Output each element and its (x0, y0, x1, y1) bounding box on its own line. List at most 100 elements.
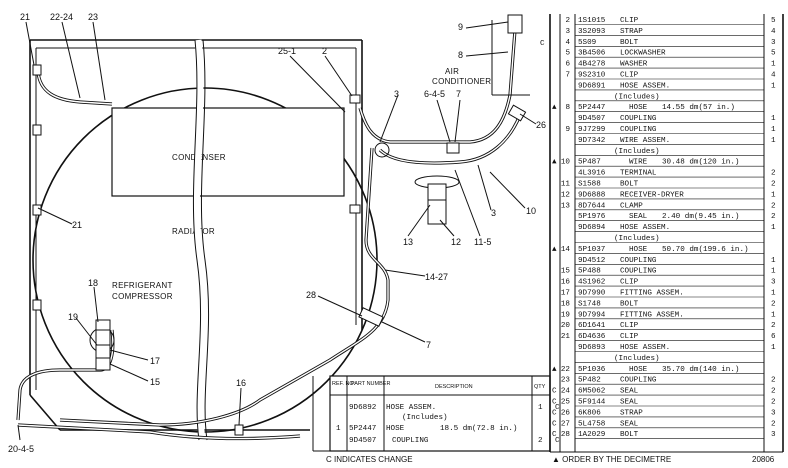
part-number: 9S2310 (578, 72, 606, 80)
inset-qty: 2 (538, 437, 543, 445)
part-description: (Includes) (614, 93, 660, 101)
part-quantity: 2 (771, 388, 776, 396)
part-ref-number: 28 (561, 431, 571, 439)
radiator-label: RADIATOR (172, 227, 215, 236)
inset-part: 9D6892 (349, 404, 377, 412)
part-description: BOLT (620, 300, 639, 308)
part-number: 5P1037 (578, 246, 605, 254)
part-ref-number: 17 (561, 290, 570, 298)
part-flag: C (552, 431, 557, 439)
part-quantity: 2 (771, 300, 776, 308)
part-number: 9D7990 (578, 290, 606, 298)
part-ref-number: 12 (561, 191, 571, 199)
part-ref-number: 9 (565, 126, 570, 134)
part-description: COUPLING (620, 115, 657, 123)
clips (32, 64, 527, 436)
compressor-label-1: REFRIGERANT (112, 281, 173, 290)
part-quantity: 5 (771, 50, 776, 58)
part-flag: C (552, 388, 557, 396)
part-description: RECEIVER-DRYER (620, 191, 684, 199)
part-ref-number: 13 (561, 202, 571, 210)
callout-2: 2 (322, 46, 327, 56)
part-description: CLAMP (620, 202, 643, 210)
part-description: HOSE ASSEM. (620, 344, 670, 352)
part-description: WIRE ASSEM. (620, 137, 670, 145)
part-number: 5P487 (578, 159, 601, 167)
part-description: WASHER (620, 61, 648, 69)
part-flag: C (552, 420, 557, 428)
callout-3-top: 3 (394, 89, 399, 99)
part-number: S1748 (578, 300, 601, 308)
part-ref-number: 26 (561, 409, 571, 417)
part-description: CLIP (620, 322, 639, 330)
part-description: SEAL (620, 420, 639, 428)
radiator-frame (29, 39, 363, 431)
inset-part: 9D4507 (349, 437, 376, 445)
part-quantity: 2 (771, 202, 776, 210)
part-description: HOSE (629, 104, 648, 112)
part-quantity: 1 (771, 224, 776, 232)
part-ref-number: 19 (561, 311, 571, 319)
order-by-decimetre: ▲ ORDER BY THE DECIMETRE (552, 455, 671, 464)
part-number: 5P1036 (578, 366, 606, 374)
callout-16: 16 (236, 378, 246, 388)
part-quantity: 6 (771, 333, 776, 341)
part-quantity: 1 (771, 61, 776, 69)
part-description: (Includes) (614, 235, 660, 243)
c-indicates-change: C INDICATES CHANGE (326, 455, 413, 464)
part-flag: C (552, 409, 557, 417)
part-number: 5L4758 (578, 420, 606, 428)
part-description: COUPLING (620, 257, 657, 265)
inset-header-part: PART NUMBER (351, 381, 390, 387)
callout-9: 9 (458, 22, 463, 32)
callout-21-top: 21 (20, 12, 30, 22)
part-quantity: 1 (771, 82, 776, 90)
part-flag: ▲ (552, 104, 557, 112)
part-description: BOLT (620, 431, 639, 439)
part-dimension: 2.40 dm(9.45 in.) (662, 213, 739, 221)
part-number: 3S2093 (578, 28, 606, 36)
break-lines (192, 39, 210, 441)
part-quantity: 2 (771, 170, 776, 178)
part-dimension: 50.70 dm(199.6 in.) (662, 246, 749, 254)
inset-header-qty: QTY (534, 384, 546, 390)
part-description: WIRE (629, 159, 648, 167)
part-description: HOSE ASSEM. (620, 224, 670, 232)
part-description: LOCKWASHER (620, 50, 666, 58)
callout-3-bottom: 3 (491, 208, 496, 218)
part-quantity: 2 (771, 213, 776, 221)
callout-26: 26 (536, 120, 546, 130)
part-ref-number: 20 (561, 322, 571, 330)
part-number: 4S1962 (578, 279, 606, 287)
callout-14-27: 14-27 (425, 272, 448, 282)
callout-8: 8 (458, 50, 463, 60)
part-number: 9D6891 (578, 82, 606, 90)
part-description: FITTING ASSEM. (620, 290, 684, 298)
inset-desc: HOSE ASSEM. (386, 404, 436, 412)
compressor-label-2: COMPRESSOR (112, 292, 173, 301)
part-description: (Includes) (614, 355, 660, 363)
part-description: HOSE ASSEM. (620, 82, 670, 90)
part-quantity: 5 (771, 17, 776, 25)
part-description: COUPLING (620, 126, 657, 134)
part-description: TERMINAL (620, 170, 657, 178)
part-quantity: 3 (771, 431, 776, 439)
part-ref-number: 8 (565, 104, 570, 112)
part-group-bracket-c: C (540, 40, 545, 48)
part-quantity: 3 (771, 409, 776, 417)
part-description: SEAL (629, 213, 648, 221)
part-ref-number: 4 (565, 39, 570, 47)
inset-parts-table: REF. NO. PART NUMBER DESCRIPTION QTY 9D6… (312, 375, 560, 452)
part-number: 9J7299 (578, 126, 606, 134)
part-number: 9D4507 (578, 115, 605, 123)
part-quantity: 1 (771, 126, 776, 134)
inset-desc: (Includes) (402, 414, 448, 422)
receiver-dryer (414, 175, 460, 225)
part-description: SEAL (620, 388, 639, 396)
part-ref-number: 18 (561, 300, 571, 308)
callout-15: 15 (150, 377, 160, 387)
part-quantity: 3 (771, 39, 776, 47)
inset-qty: 1 (538, 404, 543, 412)
callout-22-24: 22-24 (50, 12, 73, 22)
